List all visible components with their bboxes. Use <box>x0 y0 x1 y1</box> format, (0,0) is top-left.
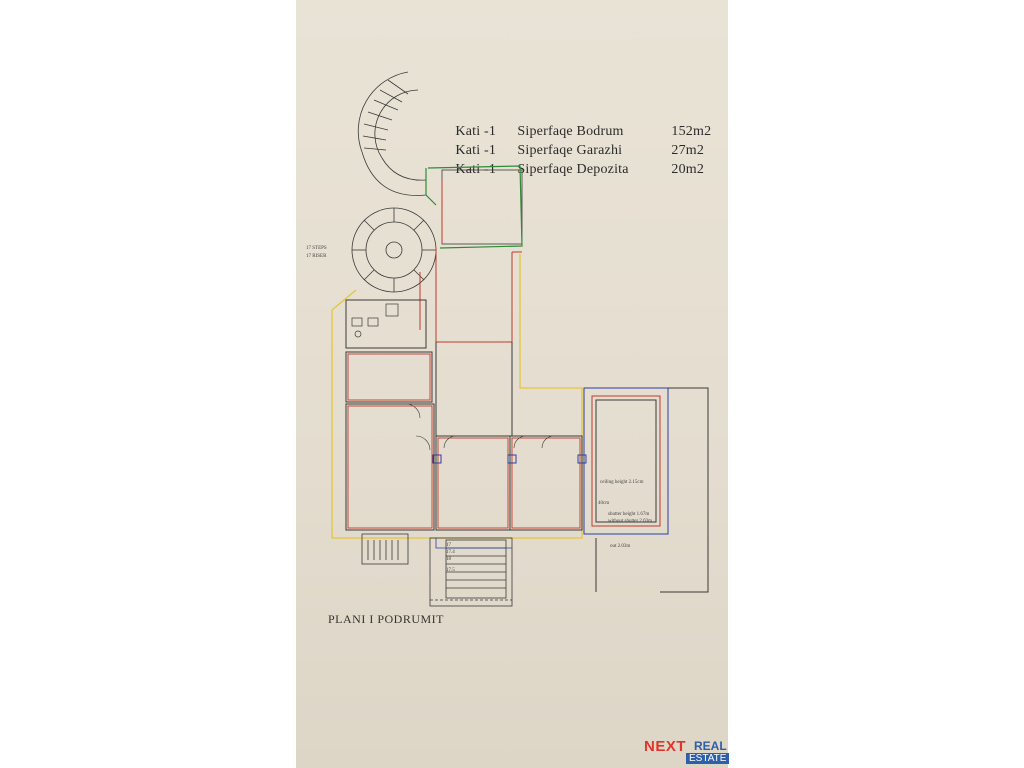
yellow-boundary <box>331 254 583 539</box>
area-floor: Kati -1 <box>455 124 497 139</box>
area-value: 27m2 <box>671 143 705 158</box>
floor-plan-drawing <box>331 71 709 607</box>
brand-real: REAL <box>694 739 727 753</box>
brand-estate: ESTATE <box>686 753 730 764</box>
area-floor: Kati -1 <box>455 162 497 177</box>
entry-stairs <box>361 533 513 607</box>
level-mark: 18 <box>446 557 451 562</box>
bathroom-fixtures <box>351 303 399 338</box>
area-line-depozita: Kati -1 Siperfaqe Depozita 20m2 <box>448 146 704 178</box>
area-value: 20m2 <box>671 162 705 177</box>
level-mark: 17.5 <box>446 568 455 573</box>
level-mark: 17.4 <box>446 550 455 555</box>
note-shutter: shutter height 1.67m <box>608 512 650 517</box>
area-value: 152m2 <box>671 124 712 139</box>
note-dim-40: 40cm <box>598 501 610 506</box>
note-out: out 2.03m <box>610 544 631 549</box>
garage-right <box>583 387 709 593</box>
note-riser: 17 RISER <box>306 254 327 259</box>
rooms <box>345 299 583 531</box>
brand-logo: NEXT REAL ESTATE <box>644 738 730 768</box>
note-without-shutter: without shutter 2.03m <box>608 519 653 524</box>
area-line-garazhi: Kati -1 Siperfaqe Garazhi 27m2 <box>448 127 704 159</box>
columns <box>432 454 587 464</box>
area-label: Siperfaqe Depozita <box>517 162 629 177</box>
brand-next: NEXT <box>644 738 687 755</box>
spiral-staircase <box>351 207 437 293</box>
area-floor: Kati -1 <box>455 143 497 158</box>
area-label: Siperfaqe Garazhi <box>517 143 623 158</box>
area-line-bodrum: Kati -1 Siperfaqe Bodrum 152m2 <box>448 108 711 140</box>
plan-title: PLANI I PODRUMIT <box>328 612 444 626</box>
level-mark: 17 <box>446 543 451 548</box>
note-ceiling: ceiling height 2.15cm <box>600 480 644 485</box>
green-outline-stairs <box>425 168 437 206</box>
area-label: Siperfaqe Bodrum <box>517 124 624 139</box>
main-corridor <box>419 248 522 343</box>
garage-block <box>441 169 523 245</box>
upper-curved-staircase <box>357 71 427 196</box>
note-steps: 17 STEPS <box>306 246 327 251</box>
door-swings <box>405 403 555 451</box>
